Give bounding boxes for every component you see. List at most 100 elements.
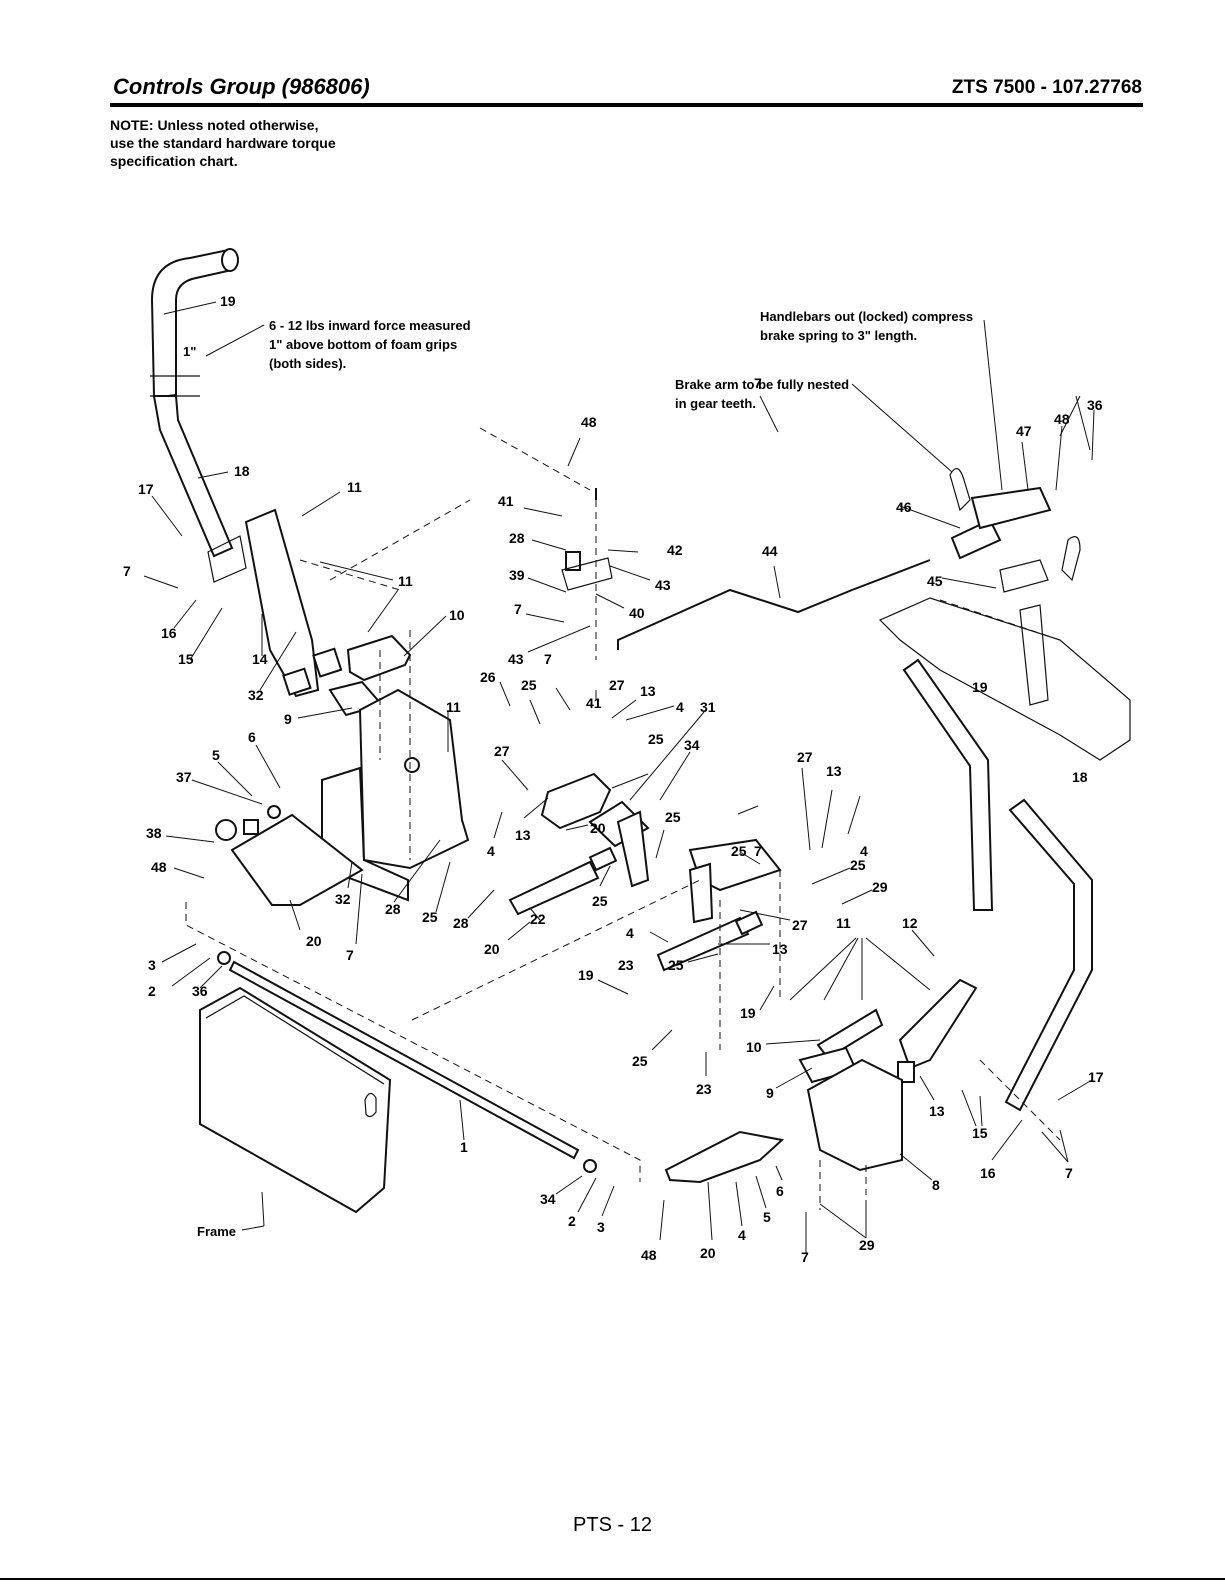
callout: 6 xyxy=(248,729,256,745)
callout: 34 xyxy=(540,1191,556,1207)
callout: 13 xyxy=(515,827,531,843)
callout: 9 xyxy=(284,711,292,727)
handlebar-note-line: brake spring to 3" length. xyxy=(760,328,917,343)
note-line: use the standard hardware torque xyxy=(110,135,336,151)
callout: 4 xyxy=(860,843,868,859)
callout: 19 xyxy=(972,679,988,695)
callout: 9 xyxy=(766,1085,774,1101)
callout: 14 xyxy=(252,651,268,667)
callout: 41 xyxy=(586,695,602,711)
callout: 38 xyxy=(146,825,162,841)
callout: 13 xyxy=(772,941,788,957)
pivot-rod xyxy=(217,951,597,1173)
callout: 25 xyxy=(668,957,684,973)
callout: 25 xyxy=(648,731,664,747)
callout-labels: 19 18 17 11 7 11 10 16 15 14 32 9 11 6 5… xyxy=(123,293,1104,1265)
callout: 25 xyxy=(521,677,537,693)
page-number: PTS - 12 xyxy=(573,1514,652,1536)
right-lever-plate xyxy=(897,978,978,1083)
callout: 5 xyxy=(763,1209,771,1225)
callout: 37 xyxy=(176,769,192,785)
callout: 3 xyxy=(148,957,156,973)
callout: 17 xyxy=(1088,1069,1104,1085)
callout: 43 xyxy=(508,651,524,667)
right-brackets xyxy=(798,1008,903,1172)
callout: 28 xyxy=(453,915,469,931)
control-knob xyxy=(215,805,281,841)
callout: 25 xyxy=(731,843,747,859)
callout: 12 xyxy=(902,915,918,931)
callout: 19 xyxy=(220,293,236,309)
callout: 48 xyxy=(641,1247,657,1263)
callout: 47 xyxy=(1016,423,1032,439)
callout: 2 xyxy=(148,983,156,999)
brake-note-line: Brake arm to be fully nested xyxy=(675,377,849,392)
callout: 31 xyxy=(700,699,716,715)
model-number: ZTS 7500 - 107.27768 xyxy=(951,77,1142,98)
callout: 3 xyxy=(597,1219,605,1235)
callout: 6 xyxy=(776,1183,784,1199)
frame-label: Frame xyxy=(197,1224,236,1239)
callout: 19 xyxy=(578,967,594,983)
callout: 7 xyxy=(123,563,131,579)
callout: 29 xyxy=(859,1237,875,1253)
callout: 25 xyxy=(632,1053,648,1069)
callout: 23 xyxy=(696,1081,712,1097)
callout: 13 xyxy=(640,683,656,699)
callout: 44 xyxy=(762,543,778,559)
callout: 28 xyxy=(385,901,401,917)
callout: 7 xyxy=(544,651,552,667)
right-brake-assembly xyxy=(949,468,1081,593)
assembly-lines xyxy=(185,427,1061,1210)
callout: 15 xyxy=(178,651,194,667)
note-line: NOTE: Unless noted otherwise, xyxy=(110,117,319,133)
callout: 4 xyxy=(487,843,495,859)
right-frame-bracket xyxy=(878,597,1131,761)
callout: 27 xyxy=(609,677,625,693)
left-cover-plate xyxy=(230,813,364,906)
torque-note: NOTE: Unless noted otherwise, use the st… xyxy=(110,116,336,170)
callout: 27 xyxy=(792,917,808,933)
callout: 13 xyxy=(826,763,842,779)
callout: 20 xyxy=(590,820,606,836)
right-handlebars xyxy=(902,658,1093,1112)
callout: 20 xyxy=(700,1245,716,1261)
callout: 20 xyxy=(484,941,500,957)
callout: 7 xyxy=(754,843,762,859)
callout: 23 xyxy=(618,957,634,973)
callout: 10 xyxy=(449,607,465,623)
callout: 11 xyxy=(836,915,851,931)
callout: 16 xyxy=(161,625,177,641)
note-line: specification chart. xyxy=(110,153,238,169)
bottom-rule xyxy=(0,1578,1225,1580)
callout: 42 xyxy=(667,542,683,558)
callout: 4 xyxy=(626,925,634,941)
callout: 5 xyxy=(212,747,220,763)
callout: 18 xyxy=(234,463,250,479)
callout: 25 xyxy=(592,893,608,909)
callout: 48 xyxy=(151,859,167,875)
callout: 48 xyxy=(1054,411,1070,427)
callout: 25 xyxy=(422,909,438,925)
callout: 39 xyxy=(509,567,525,583)
control-rod xyxy=(595,488,931,650)
callout: 11 xyxy=(347,479,362,495)
page-title: Controls Group (986806) xyxy=(113,74,370,99)
left-lever-plate xyxy=(207,508,343,698)
callout: 32 xyxy=(248,687,264,703)
left-handlebar xyxy=(150,248,239,558)
callout: 15 xyxy=(972,1125,988,1141)
callout: 11 xyxy=(398,573,413,589)
callout: 1 xyxy=(460,1139,468,1155)
callout: 20 xyxy=(306,933,322,949)
callout: 17 xyxy=(138,481,154,497)
callout: 13 xyxy=(929,1103,945,1119)
header-rule xyxy=(110,103,1143,107)
callout: 19 xyxy=(740,1005,756,1021)
callout: 7 xyxy=(1065,1165,1073,1181)
callout: 26 xyxy=(480,669,496,685)
callout: 36 xyxy=(1087,397,1103,413)
callout: 29 xyxy=(872,879,888,895)
callout: 7 xyxy=(346,947,354,963)
